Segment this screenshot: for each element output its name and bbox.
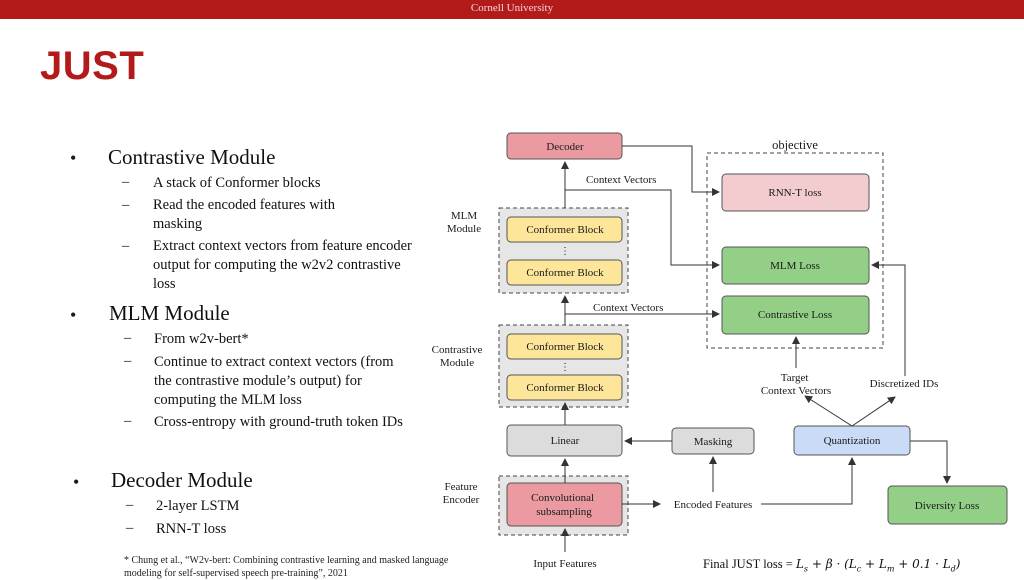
target-context-vectors-label: Target Context Vectors: [761, 372, 831, 397]
conformer-block-box: [506, 333, 623, 360]
list-item: 2-layer LSTM: [156, 498, 240, 514]
discretized-ids-label: Discretized IDs: [870, 378, 939, 390]
conformer-block-label: Conformer Block: [526, 224, 604, 236]
encoded-features-label: Encoded Features: [674, 499, 753, 511]
input-features-label: Input Features: [533, 558, 596, 570]
item-dash: –: [124, 353, 132, 369]
conformer-block-label: Conformer Block: [526, 341, 604, 353]
quantization-label: Quantization: [824, 435, 881, 447]
conformer-block-label: Conformer Block: [526, 267, 604, 279]
objective-container: [706, 152, 884, 349]
ellipsis-dots: ⋮: [560, 362, 570, 373]
section-bullet: •: [70, 148, 77, 168]
slide-title: JUST: [40, 44, 145, 88]
conformer-block-box: [506, 374, 623, 401]
item-dash: –: [124, 413, 132, 429]
contrastive-loss-label: Contrastive Loss: [758, 309, 832, 321]
final-loss-label: Final JUST loss =: [703, 557, 796, 571]
item-dash: –: [124, 330, 132, 346]
section-heading-mlm: MLM Module: [109, 301, 230, 325]
linear-label: Linear: [551, 435, 580, 447]
rnnt-loss-label: RNN-T loss: [768, 187, 821, 199]
list-item: Read the encoded features with masking: [153, 197, 335, 232]
final-loss-equation: Final JUST loss = Ls + β · (Lc + Lm + 0.…: [703, 557, 960, 573]
diversity-loss-label: Diversity Loss: [915, 500, 979, 512]
conv-subsampling-label: Convolutional subsampling: [531, 492, 597, 518]
section-heading-decoder: Decoder Module: [111, 468, 253, 492]
conformer-block-box: [506, 259, 623, 286]
context-vectors-label: Context Vectors: [586, 174, 656, 186]
conv-subsampling-box: [506, 482, 623, 527]
item-dash: –: [122, 238, 130, 254]
section-bullet: •: [73, 472, 80, 492]
item-dash: –: [126, 497, 134, 513]
list-item: Cross-entropy with ground-truth token ID…: [154, 414, 403, 430]
list-item: RNN-T loss: [156, 521, 227, 537]
list-item: A stack of Conformer blocks: [153, 175, 321, 191]
item-dash: –: [122, 174, 130, 190]
contrastive-loss-box: [721, 295, 870, 335]
institution-name: Cornell University: [470, 2, 554, 14]
footnote: * Chung et al., “W2v-bert: Combining con…: [124, 555, 449, 579]
mlm-loss-box: [721, 246, 870, 285]
list-item: From w2v-bert*: [154, 331, 249, 347]
item-dash: –: [122, 197, 130, 213]
ellipsis-dots: ⋮: [560, 246, 570, 257]
masking-label: Masking: [694, 436, 733, 448]
decoder-label: Decoder: [546, 141, 584, 153]
objective-label: objective: [772, 138, 818, 152]
list-item: Extract context vectors from feature enc…: [153, 238, 412, 292]
rnnt-loss-box: [721, 173, 870, 212]
conformer-block-label: Conformer Block: [526, 382, 604, 394]
top-banner: Cornell University: [0, 0, 1024, 19]
diversity-loss-box: [887, 485, 1008, 525]
list-item: Continue to extract context vectors (fro…: [154, 354, 394, 408]
final-loss-formula: Ls + β · (Lc + Lm + 0.1 · Ld): [795, 557, 961, 574]
context-vectors-label: Context Vectors: [593, 302, 663, 314]
section-heading-contrastive: Contrastive Module: [108, 145, 276, 169]
diagram-arrows: [561, 145, 951, 552]
item-dash: –: [126, 520, 134, 536]
section-bullet: •: [70, 305, 77, 325]
conformer-block-box: [506, 216, 623, 243]
mlm-loss-label: MLM Loss: [770, 260, 820, 272]
